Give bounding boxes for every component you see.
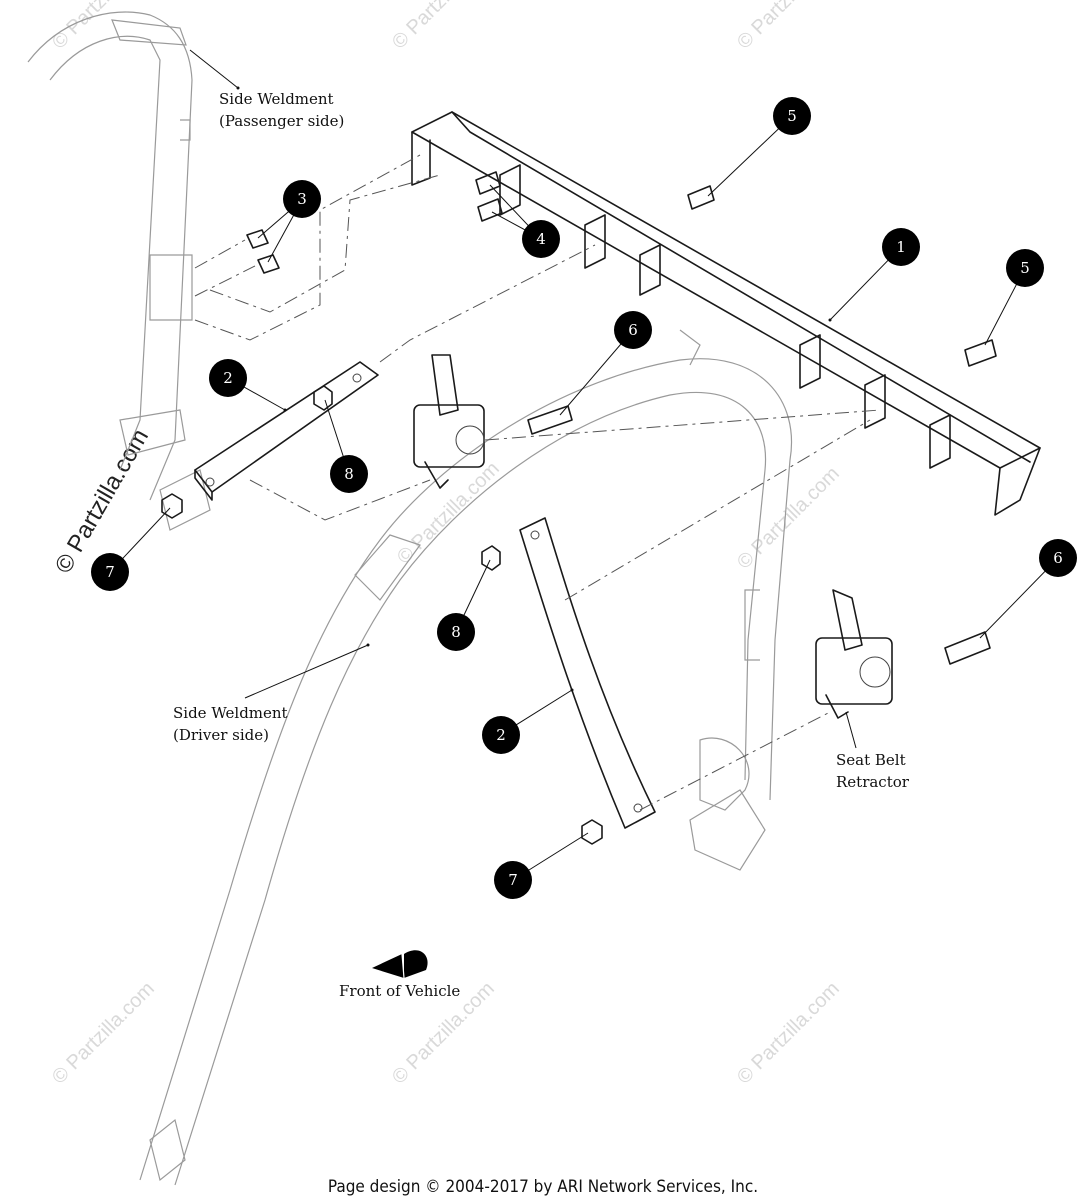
label-side-weldment-passenger: (Passenger side) [219,112,344,130]
watermark: © Partzilla.com [733,0,844,54]
watermark: © Partzilla.com [48,0,159,54]
footer-copyright: Page design © 2004-2017 by ARI Network S… [328,1177,758,1197]
callouts: 1 2 2 3 4 5 5 6 6 7 7 8 8 [91,97,1077,899]
callout-7[interactable]: 7 [494,861,532,899]
assembly-lines [194,154,881,811]
svg-text:1: 1 [896,238,906,256]
callout-5[interactable]: 5 [1006,249,1044,287]
leader-lines [109,49,1059,881]
front-arrow-icon [372,950,428,979]
retractor-lower [815,589,893,719]
svg-text:8: 8 [451,623,461,641]
svg-text:7: 7 [508,871,518,889]
bracket-upper [194,361,379,501]
callout-6[interactable]: 6 [1039,539,1077,577]
hardware [161,171,997,845]
watermark: © Partzilla.com [388,0,499,54]
watermark: © Partzilla.com [733,978,844,1089]
label-side-weldment-passenger: Side Weldment [219,90,334,108]
bracket-lower [519,517,656,829]
callout-3[interactable]: 3 [283,180,321,218]
watermarks: © Partzilla.com © Partzilla.com © Partzi… [48,0,844,1089]
svg-text:7: 7 [105,563,115,581]
callout-2[interactable]: 2 [209,359,247,397]
callout-4[interactable]: 4 [522,220,560,258]
watermark: © Partzilla.com [48,978,159,1089]
retractor-upper [413,354,485,489]
svg-text:2: 2 [496,726,506,744]
svg-text:3: 3 [297,190,307,208]
callout-6[interactable]: 6 [614,311,652,349]
label-front-of-vehicle: Front of Vehicle [339,982,460,1000]
side-weldment-passenger [27,11,211,531]
svg-text:5: 5 [1020,259,1030,277]
svg-text:6: 6 [628,321,638,339]
callout-8[interactable]: 8 [437,613,475,651]
text-labels: Side Weldment (Passenger side) Side Weld… [173,90,910,1000]
svg-text:6: 6 [1053,549,1063,567]
svg-text:4: 4 [536,230,546,248]
callout-5[interactable]: 5 [773,97,811,135]
svg-text:8: 8 [344,465,354,483]
label-seat-belt-retractor: Seat Belt [836,751,906,769]
callout-7[interactable]: 7 [91,553,129,591]
callout-2[interactable]: 2 [482,716,520,754]
svg-text:2: 2 [223,369,233,387]
label-side-weldment-driver: Side Weldment [173,704,288,722]
svg-text:5: 5 [787,107,797,125]
cross-bar [411,111,1041,516]
label-side-weldment-driver: (Driver side) [173,726,269,744]
label-seat-belt-retractor: Retractor [836,773,910,791]
callout-8[interactable]: 8 [330,455,368,493]
side-weldment-driver [139,329,792,1186]
watermark: © Partzilla.com [393,458,504,569]
callout-1[interactable]: 1 [882,228,920,266]
